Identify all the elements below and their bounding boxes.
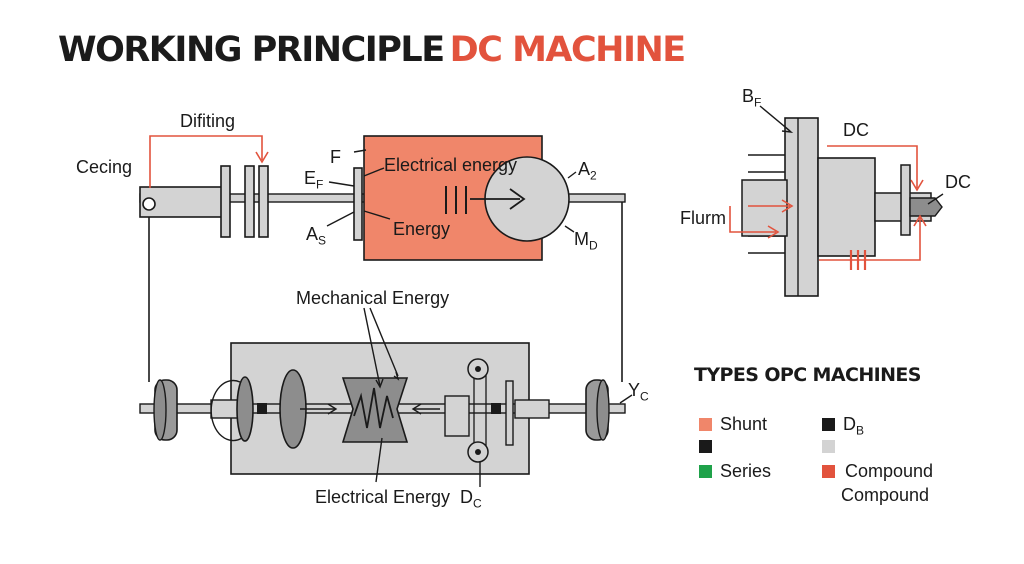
shaft-pivot	[142, 197, 156, 211]
label-bf-sub: F	[754, 95, 762, 110]
label-mechanical-energy: Mechanical Energy	[296, 288, 450, 308]
label-dc-top: DC	[843, 120, 869, 140]
label-energy: Energy	[393, 219, 451, 239]
brush-pulley-bottom-center	[475, 449, 481, 455]
label-ef-main: E	[304, 168, 317, 188]
armature-arrows	[300, 403, 440, 415]
side-leaders	[759, 105, 944, 205]
label-bf-main: B	[742, 86, 755, 106]
label-as-sub: S	[318, 233, 327, 248]
label-as-main: A	[306, 224, 319, 244]
legend-title: TYPES OPC MACHINES	[694, 364, 921, 386]
legend-label-db-sub: B	[856, 423, 865, 438]
energy-flow-arrow	[470, 188, 526, 210]
coupling-right	[491, 403, 501, 414]
legend-swatch-db	[822, 418, 835, 431]
commutator	[444, 395, 470, 437]
armature	[341, 377, 409, 443]
shaft-disc-3	[258, 165, 269, 238]
leader-lines-main	[326, 149, 577, 233]
legend-swatch-dark	[699, 440, 712, 453]
side-disc	[900, 164, 911, 236]
label-flurm: Flurm	[680, 208, 726, 228]
label-a2-main: A	[578, 159, 591, 179]
label-ef-sub: F	[316, 177, 324, 192]
label-yc-sub: C	[640, 389, 649, 404]
legend-label-db-main: D	[843, 414, 856, 434]
leader-lines-lower	[363, 307, 633, 487]
legend-label-compound-2: Compound	[841, 485, 930, 505]
inner-collar-right	[514, 399, 550, 419]
armature-coil	[353, 387, 394, 429]
legend-swatch-shunt	[699, 418, 712, 431]
inner-disc-left	[236, 376, 254, 442]
legend-label-db: DB	[843, 414, 864, 438]
label-bf: BF	[742, 86, 761, 110]
label-electrical-energy-bottom: Electrical Energy	[315, 487, 451, 507]
legend-swatch-gray	[822, 440, 835, 453]
shaft-disc-2	[244, 165, 255, 238]
rotation-arrow-left	[210, 379, 243, 442]
label-a2: A2	[578, 159, 597, 183]
label-cecing: Cecing	[76, 157, 133, 177]
label-md-sub: D	[589, 238, 598, 253]
label-difiting: Difiting	[180, 111, 236, 131]
label-md: MD	[574, 229, 598, 253]
label-ef: EF	[304, 168, 323, 192]
difiting-arrow	[149, 135, 269, 188]
legend-swatch-series	[699, 465, 712, 478]
title-part-1: WORKING PRINCIPLE	[58, 30, 445, 70]
label-electrical-energy: Electrical energy	[384, 155, 518, 175]
label-dc-main: D	[460, 487, 473, 507]
side-capacitor	[849, 250, 867, 270]
label-md-main: M	[574, 229, 589, 249]
label-dc: DC	[460, 487, 482, 511]
legend-label-compound: Compound	[845, 461, 934, 481]
coupling-left	[257, 403, 267, 414]
end-plate	[505, 380, 514, 446]
left-wheel-hub	[153, 379, 167, 441]
side-rotor	[817, 157, 876, 257]
label-a2-sub: 2	[590, 168, 597, 183]
legend-label-shunt: Shunt	[720, 414, 768, 434]
label-yc: YC	[628, 380, 649, 404]
capacitor-symbol	[445, 186, 467, 214]
label-yc-main: Y	[628, 380, 641, 400]
side-shaft-tip	[909, 197, 943, 217]
shaft-disc-1	[220, 165, 231, 238]
right-wheel-hub	[596, 379, 610, 441]
label-as: AS	[306, 224, 326, 248]
field-plate	[353, 167, 363, 241]
circuit-wires	[148, 200, 623, 382]
legend-swatch-compound	[822, 465, 835, 478]
side-wiring	[729, 145, 927, 261]
label-dc-sub: C	[473, 496, 482, 511]
legend-label-series: Series	[720, 461, 772, 481]
side-shaft-block	[741, 179, 788, 237]
title-part-2: DC MACHINE	[449, 30, 687, 70]
label-dc-right: DC	[945, 172, 971, 192]
brush-pulley-top-center	[475, 366, 481, 372]
label-f: F	[330, 147, 341, 167]
